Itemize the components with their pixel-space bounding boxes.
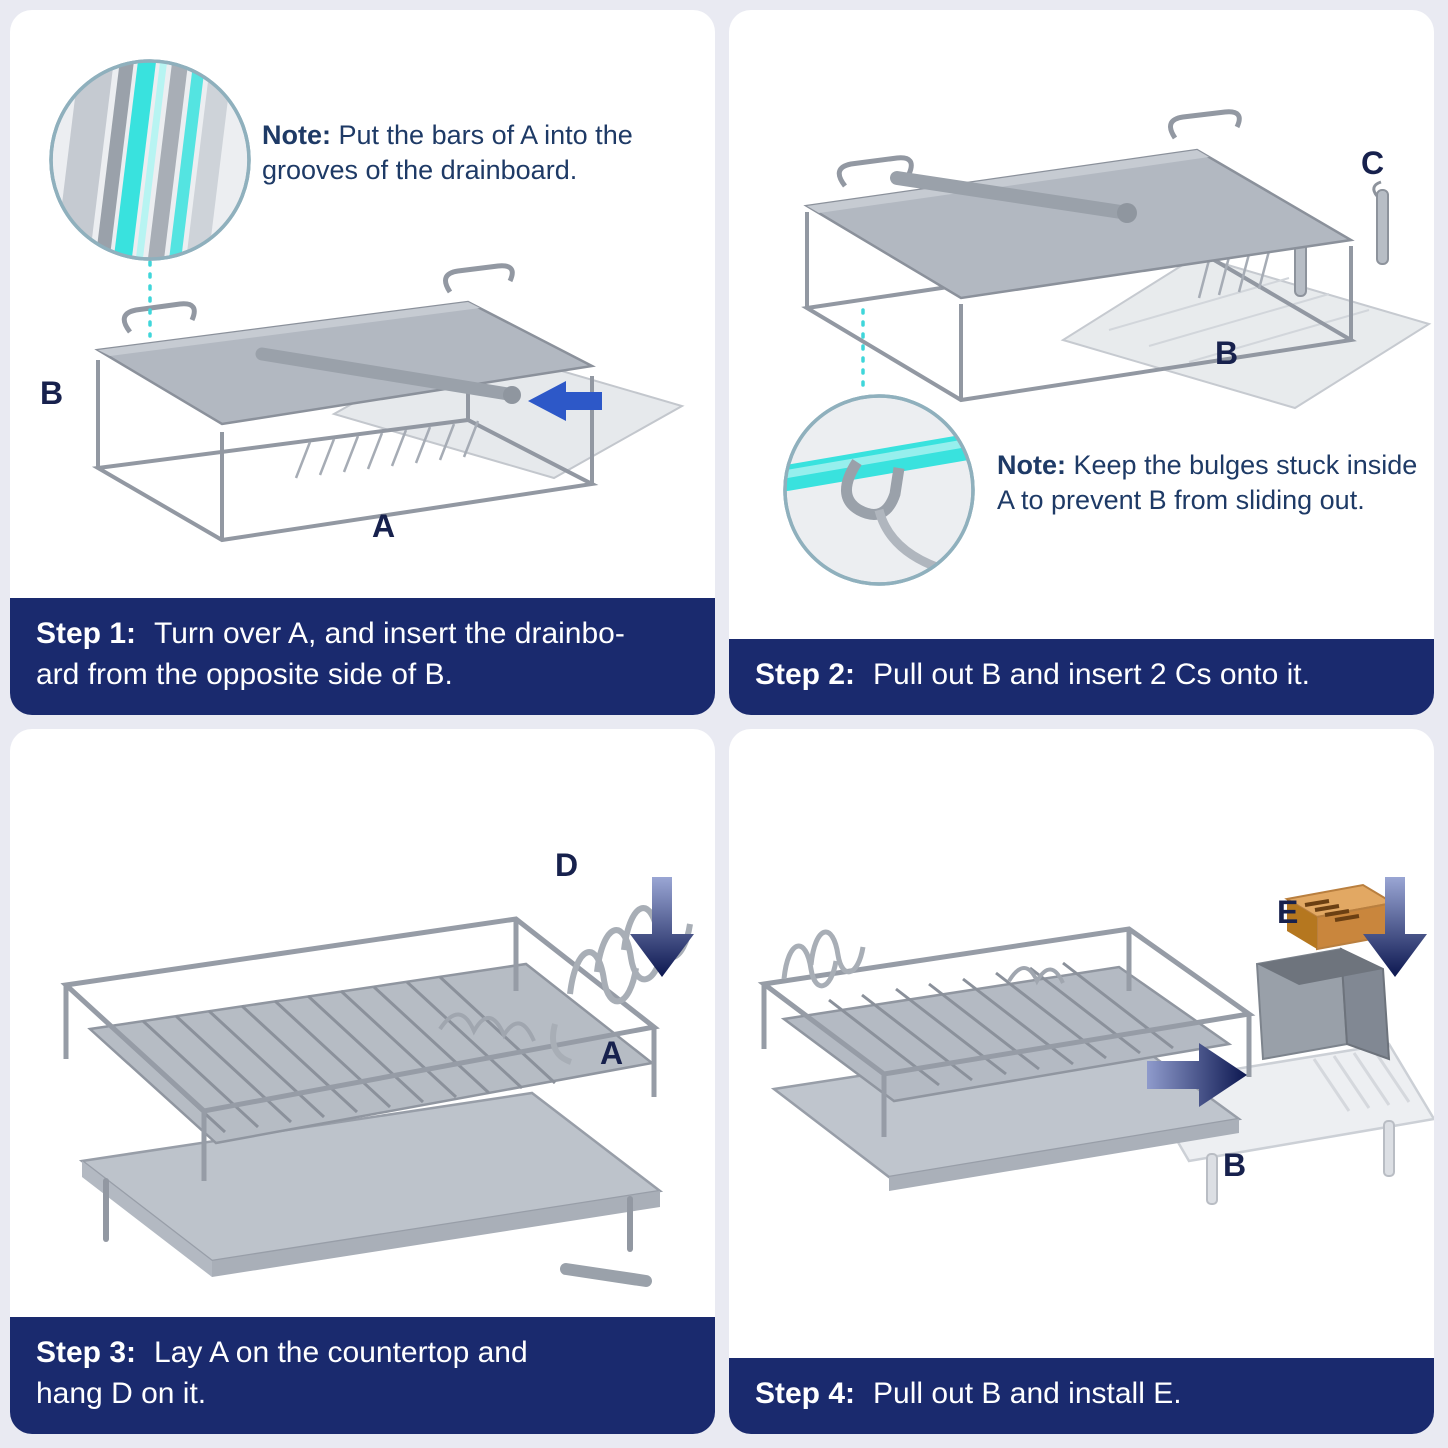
step2-illustration <box>783 109 1432 586</box>
down-arrow-icon <box>1363 877 1427 977</box>
step1-illustration <box>49 59 685 543</box>
step4-caption: Step 4: Pull out B and install E. <box>729 1357 1434 1434</box>
step2-caption: Step 2: Pull out B and insert 2 Cs onto i… <box>729 638 1434 715</box>
step-text-line2: hang D on it. <box>36 1376 207 1410</box>
note-text: Keep the bulges stuck inside A to preven… <box>997 450 1418 515</box>
dish-rack-a <box>757 926 1256 1191</box>
note-step1: Note: Put the bars of A into the grooves… <box>262 118 710 187</box>
zoom-detail-circle <box>49 59 251 261</box>
step-number: Step 2: <box>755 657 856 691</box>
part-label-b: B <box>1215 335 1239 371</box>
down-arrow-icon <box>630 877 694 977</box>
note-step2: Note: Keep the bulges stuck inside A to … <box>997 448 1427 517</box>
step4-illustration <box>757 877 1434 1205</box>
note-label: Note: <box>997 450 1066 480</box>
panel-step-2: Note: Keep the bulges stuck inside A to … <box>729 10 1434 715</box>
part-label-b: B <box>1223 1147 1247 1183</box>
step-text-line1: Pull out B and install E. <box>873 1376 1182 1410</box>
dish-rack-with-board <box>801 109 1432 410</box>
step-text-line1: Lay A on the countertop and <box>154 1336 528 1369</box>
part-label-c: C <box>1361 145 1385 181</box>
part-label-e: E <box>1277 894 1299 930</box>
step-number: Step 3: <box>36 1336 137 1369</box>
zoom-detail-circle <box>783 394 975 586</box>
step-text-line1: Turn over A, and insert the drainbo- <box>154 617 625 650</box>
step-text-line1: Pull out B and insert 2 Cs onto it. <box>873 657 1310 691</box>
note-label: Note: <box>262 120 331 150</box>
part-label-d: D <box>555 847 579 883</box>
panel-step-4: E B Step 4: Pull out B and install E. <box>729 729 1434 1434</box>
part-label-b: B <box>40 375 64 411</box>
step-number: Step 1: <box>36 617 137 650</box>
step3-caption: Step 3: Lay A on the countertop and hang … <box>10 1317 715 1434</box>
insert-arrow-icon <box>528 381 602 421</box>
note-text: Put the bars of A into the grooves of th… <box>262 120 633 185</box>
step-text-line2: ard from the opposite side of B. <box>36 657 453 691</box>
step3-illustration <box>60 877 694 1287</box>
pull-right-arrow-icon <box>1147 1043 1247 1107</box>
step-number: Step 4: <box>755 1376 856 1410</box>
panel-step-3: D A Step 3: Lay A on the countertop and h… <box>10 729 715 1434</box>
utensil-holder-e-icon <box>1255 883 1396 1061</box>
step1-caption: Step 1: Turn over A, and insert the drain… <box>10 598 715 715</box>
panel-step-1: Note: Put the bars of A into the grooves… <box>10 10 715 715</box>
part-label-a: A <box>600 1035 624 1071</box>
dish-rack-a <box>60 916 664 1287</box>
part-label-a: A <box>372 508 396 544</box>
dish-rack-a <box>91 263 685 543</box>
